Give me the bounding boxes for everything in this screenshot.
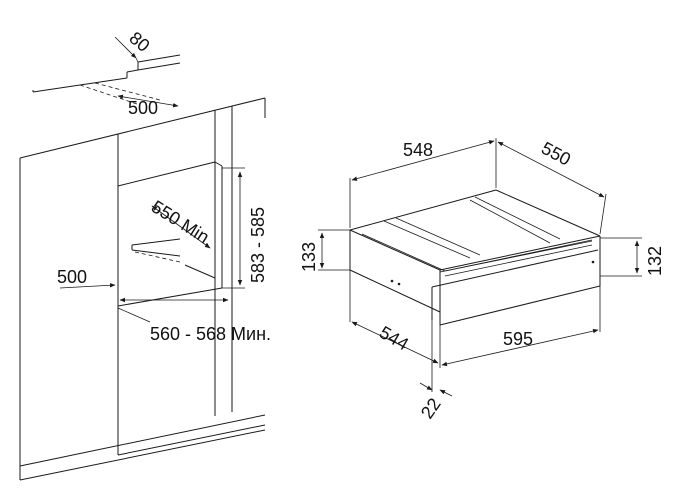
- dim-500-top-label: 500: [128, 98, 158, 118]
- dim-80: 80: [114, 28, 154, 63]
- dim-544: 544: [349, 270, 441, 368]
- niche-drawing: 80 500 550 Min. 583 - 585 500 560: [19, 28, 271, 481]
- dim-548: 548: [349, 138, 497, 228]
- dim-560-568-label: 560 - 568 Мин.: [150, 324, 271, 344]
- dim-500-side: 500: [57, 267, 116, 289]
- dim-595-label: 595: [503, 329, 533, 349]
- dim-583-585-label: 583 - 585: [248, 207, 268, 283]
- dim-548-label: 548: [403, 140, 433, 160]
- dim-550-label: 550: [538, 138, 574, 170]
- cabinet-top-outline: [19, 54, 266, 159]
- dim-500-top: 500: [117, 94, 179, 118]
- dim-22-label: 22: [417, 394, 445, 422]
- appliance-body: [349, 230, 601, 326]
- appliance-top: [349, 189, 601, 272]
- dim-22: 22: [417, 320, 453, 422]
- appliance-drawing: 548 550 133 132 544: [299, 138, 665, 422]
- dim-550: 550: [497, 138, 607, 235]
- dim-500-side-label: 500: [57, 267, 87, 287]
- cabinet-body: [19, 106, 266, 481]
- dim-583-585: 583 - 585: [222, 167, 268, 289]
- dim-133-label: 133: [299, 242, 319, 272]
- dim-560-568: 560 - 568 Мин.: [117, 297, 271, 344]
- dim-133: 133: [299, 229, 350, 272]
- dim-595: 595: [441, 286, 601, 367]
- dim-132-label: 132: [645, 246, 665, 276]
- dim-132: 132: [600, 237, 665, 277]
- dim-544-label: 544: [376, 322, 412, 354]
